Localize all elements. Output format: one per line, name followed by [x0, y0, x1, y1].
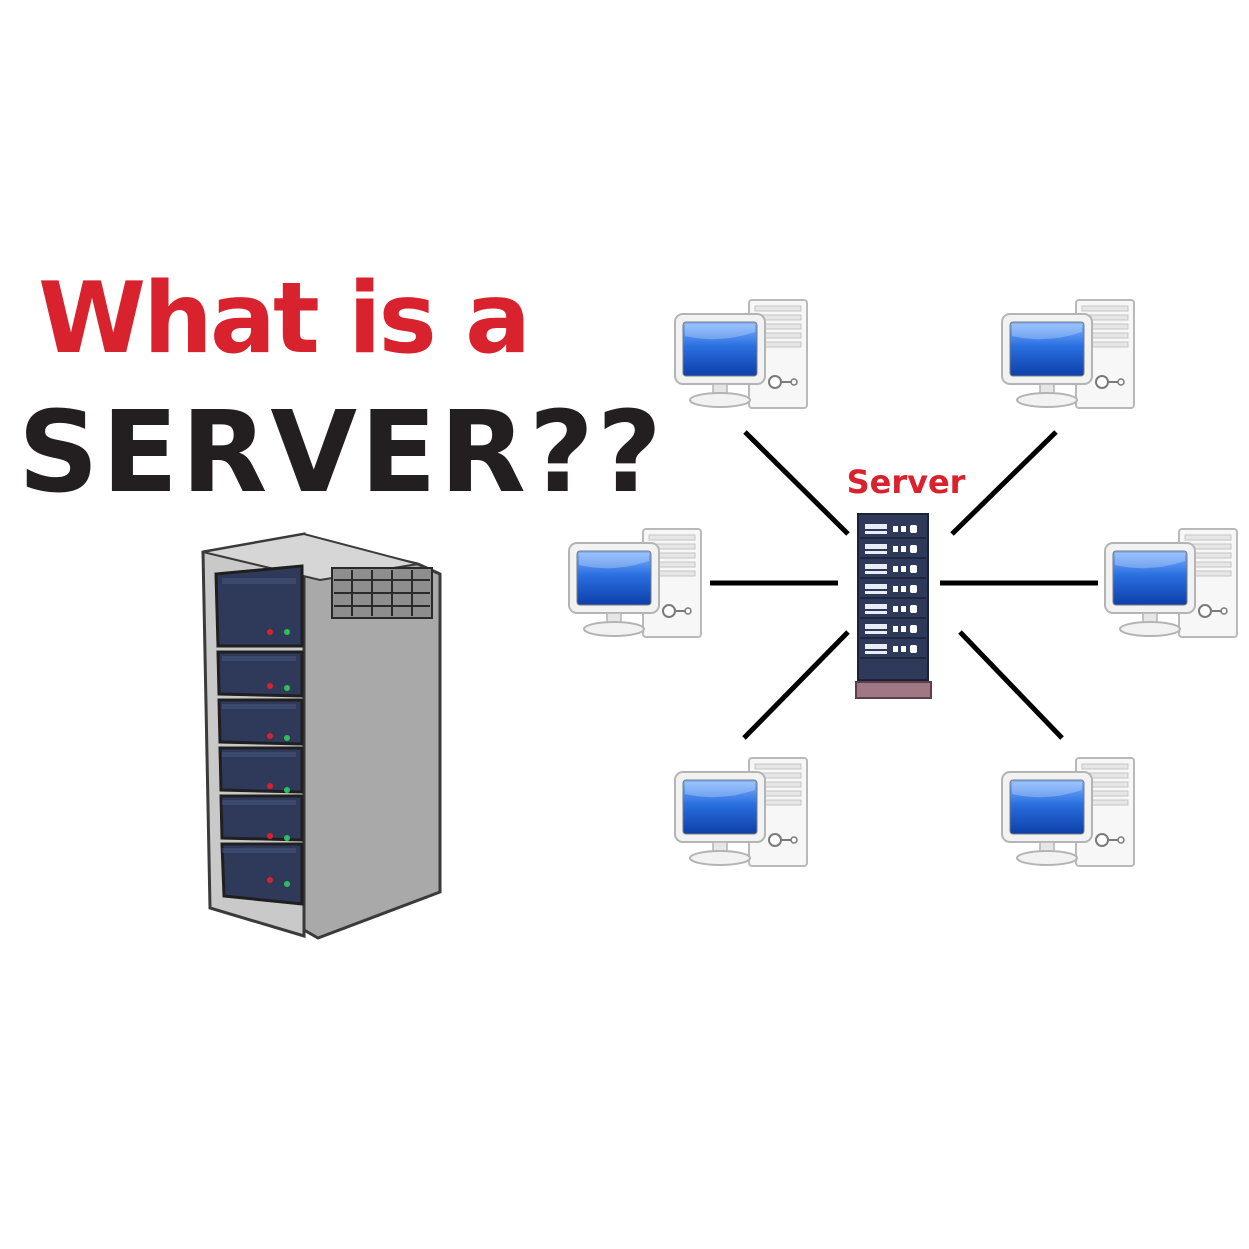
link-bottom-right [958, 630, 1064, 740]
link-bottom-left [742, 630, 850, 740]
client-bottom-right-icon [1001, 757, 1135, 867]
network-links [710, 430, 1098, 740]
title-line-1: What is a [38, 262, 531, 376]
client-middle-left-icon [568, 528, 702, 638]
server-rack-icon [855, 513, 932, 699]
link-top-right [950, 430, 1058, 536]
title-line-2: SERVER?? [18, 388, 665, 518]
link-top-left [743, 430, 850, 536]
client-top-left-icon [674, 299, 808, 409]
client-bottom-left-icon [674, 757, 808, 867]
client-top-right-icon [1001, 299, 1135, 409]
server-tower-icon [201, 532, 442, 940]
server-label: Server [847, 463, 966, 501]
client-middle-right-icon [1104, 528, 1238, 638]
